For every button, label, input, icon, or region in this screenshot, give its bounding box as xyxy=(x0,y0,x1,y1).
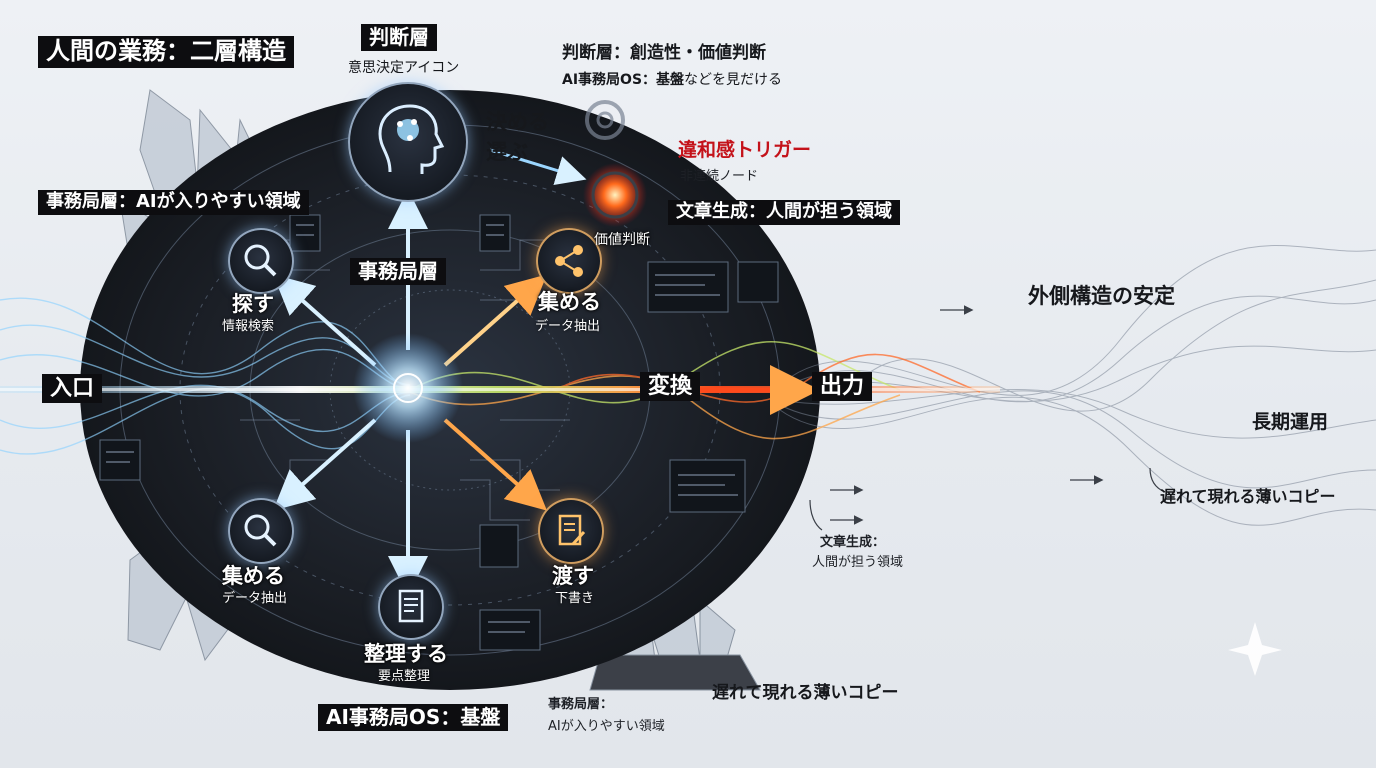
brain-head-icon xyxy=(378,104,445,174)
entry-label: 入口 xyxy=(42,374,103,404)
convert-label: 変換 xyxy=(640,372,701,402)
mini-panels xyxy=(99,214,779,651)
search-title: 探す xyxy=(232,292,274,316)
judgment-note-line2: AI事務局OS：基盤などを見だける xyxy=(562,72,782,88)
core-glow xyxy=(353,333,463,443)
pass-node xyxy=(538,498,604,564)
gear-icon xyxy=(585,100,625,140)
judgment-note-line1: 判断層：創造性・価値判断 xyxy=(562,43,766,63)
search-caption: 情報検索 xyxy=(222,319,275,334)
collect-bottom-title: 集める xyxy=(222,564,285,588)
outer-waves xyxy=(779,245,1376,526)
long-term-operation-label: 長期運用 xyxy=(1252,411,1329,433)
sparkle-icon xyxy=(1228,622,1282,676)
center-office-layer-label: 事務局層 xyxy=(350,258,446,285)
value-judgment-caption: 価値判断 xyxy=(594,232,650,248)
document-edit-icon xyxy=(558,514,586,546)
bottom-note-line2: AIが入りやすい領域 xyxy=(548,719,665,734)
collect-top-title: 集める xyxy=(538,290,601,314)
diagram-title: 人間の業務：二層構造 xyxy=(38,36,294,68)
magnifier-icon xyxy=(244,514,277,547)
decide-label: 決める xyxy=(486,110,549,134)
writing-area-label: 文章生成：人間が担う領域 xyxy=(668,200,900,225)
collect-top-node xyxy=(536,228,602,294)
collect-top-caption: データ抽出 xyxy=(535,319,601,334)
choose-label: 選ぶ xyxy=(486,140,528,164)
faint-copy-label-right: 遅れて現れる薄いコピー xyxy=(1160,487,1336,506)
organize-node xyxy=(378,574,444,640)
judgment-layer-label: 判断層 xyxy=(361,24,437,51)
document-list-icon xyxy=(398,589,424,623)
trigger-title: 違和感トリガー xyxy=(678,139,812,161)
collect-bottom-caption: データ抽出 xyxy=(222,591,288,606)
share-nodes-icon xyxy=(555,245,583,277)
radial-arrows xyxy=(273,148,820,596)
office-layer-label: 事務局層：AIが入りやすい領域 xyxy=(38,190,309,215)
output-label: 出力 xyxy=(812,372,873,402)
judgment-node-caption: 意思決定アイコン xyxy=(348,60,460,76)
mini-panel-lines xyxy=(106,224,738,633)
organize-title: 整理する xyxy=(364,642,448,666)
ai-office-os-base-label: AI事務局OS：基盤 xyxy=(318,704,509,731)
small-dark-arrows xyxy=(809,305,1166,531)
writing-small-line2: 人間が担う領域 xyxy=(812,555,904,570)
note-suffix: などを見だける xyxy=(684,72,783,88)
outer-structure-stable-label: 外側構造の安定 xyxy=(1028,284,1175,308)
writing-small-line1: 文章生成： xyxy=(820,535,886,550)
judgment-node xyxy=(348,82,468,202)
trigger-caption: 非連続ノード xyxy=(680,169,759,184)
collect-bottom-node xyxy=(228,498,294,564)
pass-caption: 下書き xyxy=(555,591,595,606)
bottom-note-line1: 事務局層： xyxy=(548,697,614,712)
os-base-label: AI事務局OS：基盤 xyxy=(562,72,685,88)
pass-title: 渡す xyxy=(552,564,594,588)
faint-copy-label-bottom: 遅れて現れる薄いコピー xyxy=(712,683,899,703)
magnifier-icon xyxy=(244,244,277,277)
search-node xyxy=(228,228,294,294)
organize-caption: 要点整理 xyxy=(378,669,431,684)
